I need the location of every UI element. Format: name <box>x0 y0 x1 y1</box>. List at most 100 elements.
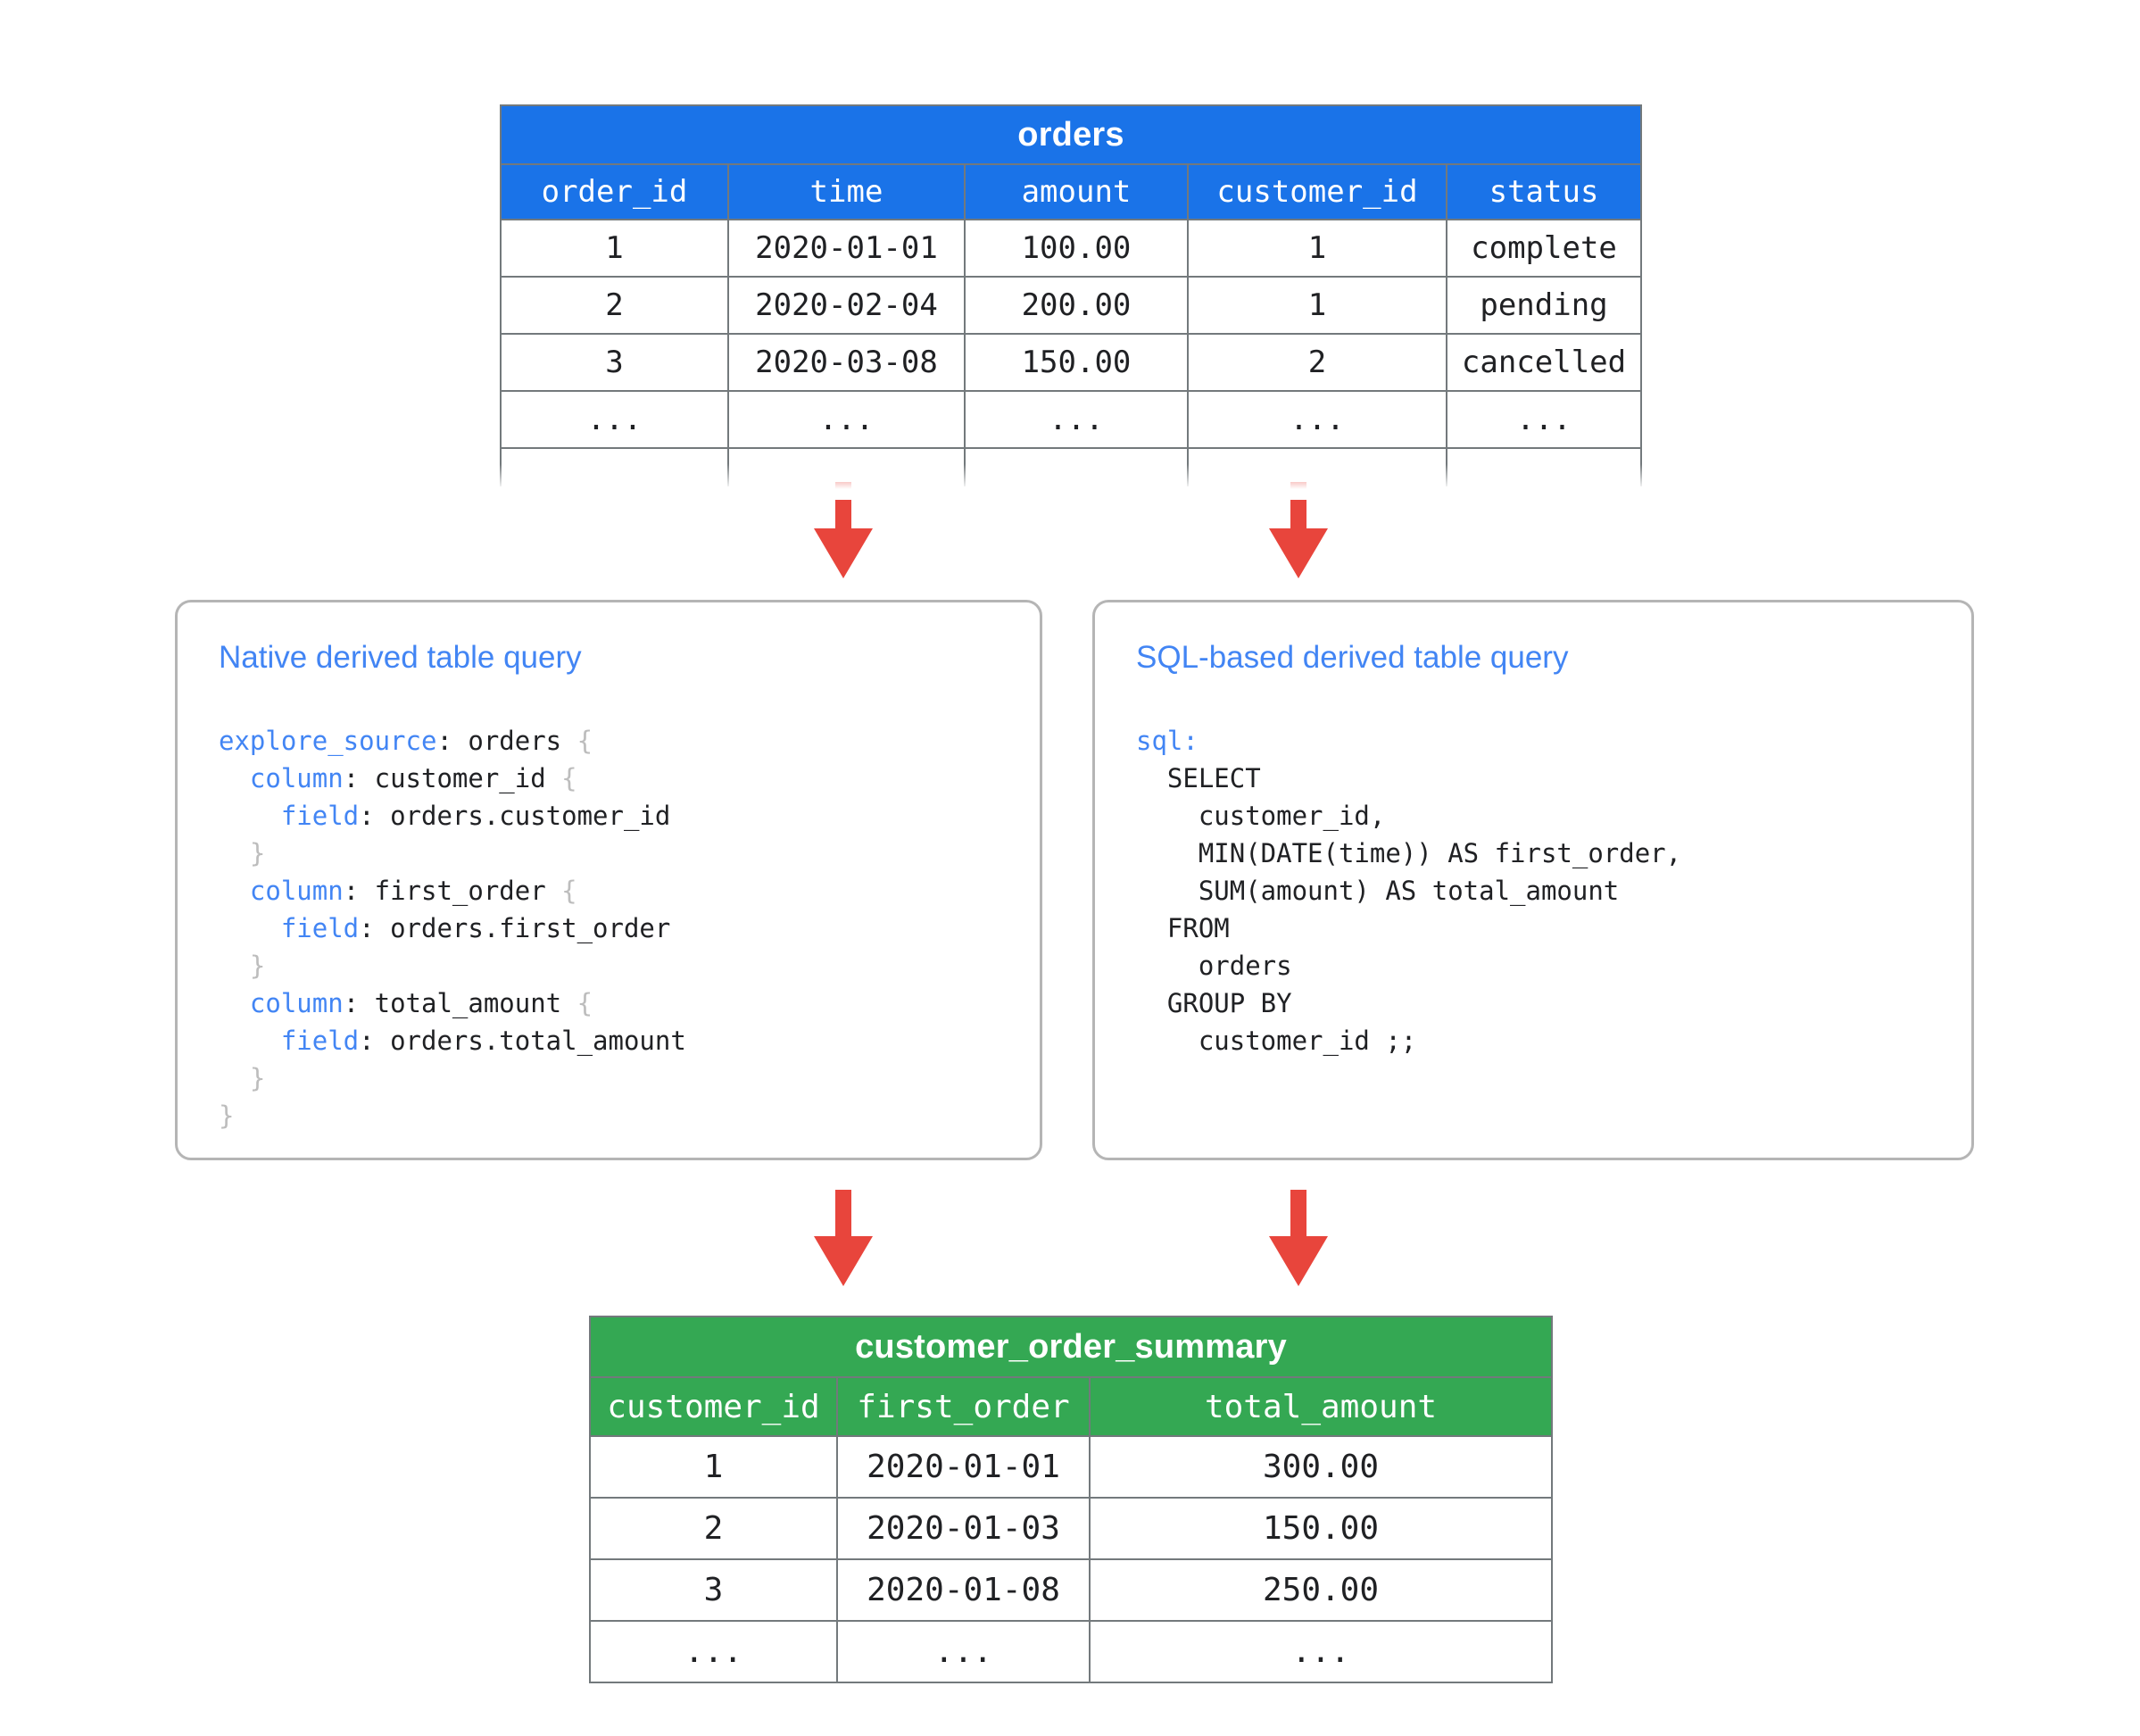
code-token: FROM <box>1136 913 1230 943</box>
summary-table-column-header: first_order <box>836 1376 1091 1437</box>
table-cell: 2 <box>589 1497 838 1560</box>
table-cell: 2020-03-08 <box>727 333 966 392</box>
table-cell: ... <box>964 390 1189 449</box>
code-token: } <box>249 838 266 868</box>
code-token: customer_id, <box>1136 801 1386 831</box>
table-cell: 2020-01-01 <box>836 1435 1091 1499</box>
table-cell: 100.00 <box>964 219 1189 278</box>
table-cell: 1 <box>1187 219 1447 278</box>
table-cell: 2020-01-08 <box>836 1558 1091 1622</box>
orders-table-column-header: customer_id <box>1187 163 1447 220</box>
orders-table-fade-mask <box>482 464 1669 500</box>
code-token <box>219 1026 281 1056</box>
code-token: } <box>249 951 266 981</box>
table-cell: ... <box>836 1620 1091 1683</box>
table-cell: pending <box>1445 276 1643 335</box>
code-token: : total_amount <box>343 988 577 1018</box>
code-token: field <box>280 1026 360 1056</box>
orders-table-title-row: orders <box>499 104 1643 165</box>
sql-panel-title: SQL-based derived table query <box>1136 640 1569 675</box>
orders-table-name: orders <box>499 104 1643 165</box>
code-token: { <box>576 726 593 756</box>
summary-table-title-row: customer_order_summary <box>588 1316 1554 1378</box>
code-token: SELECT <box>1136 763 1261 793</box>
orders-table-column-header: status <box>1445 163 1643 220</box>
table-cell: 250.00 <box>1088 1558 1554 1622</box>
table-cell: 3 <box>589 1558 838 1622</box>
summary-table-column-header: customer_id <box>589 1376 838 1437</box>
table-cell: 2020-01-03 <box>836 1497 1091 1560</box>
table-cell: complete <box>1445 219 1643 278</box>
table-cell: 1 <box>500 219 729 278</box>
table-cell: ... <box>1187 390 1447 449</box>
code-token: GROUP BY <box>1136 988 1292 1018</box>
table-row: ............... <box>500 390 1643 449</box>
code-token: : orders.first_order <box>359 913 671 943</box>
code-token: customer_id ;; <box>1136 1026 1417 1056</box>
table-cell: 150.00 <box>964 333 1189 392</box>
arrow-orders-to-native-icon <box>814 482 873 578</box>
code-token: orders <box>1136 951 1292 981</box>
code-token <box>219 801 281 831</box>
orders-table-column-header: order_id <box>500 163 729 220</box>
table-cell: 3 <box>500 333 729 392</box>
code-token: { <box>576 988 593 1018</box>
code-token <box>219 763 250 793</box>
code-token: column <box>249 988 344 1018</box>
table-cell: ... <box>1445 390 1643 449</box>
code-token: SUM(amount) AS total_amount <box>1136 876 1620 906</box>
sql-derived-table-panel: SQL-based derived table query sql: SELEC… <box>1092 600 1974 1160</box>
table-cell: ... <box>727 390 966 449</box>
code-token <box>219 838 250 868</box>
sql-code: sql: SELECT customer_id, MIN(DATE(time))… <box>1136 722 1930 1059</box>
table-cell: ... <box>589 1620 838 1683</box>
code-token <box>219 951 250 981</box>
code-token: column <box>249 876 344 906</box>
code-token: MIN(DATE(time)) AS first_order, <box>1136 838 1682 868</box>
summary-table-column-header: total_amount <box>1088 1376 1554 1437</box>
table-cell: cancelled <box>1445 333 1643 392</box>
arrow-orders-to-sql-icon <box>1269 482 1328 578</box>
native-panel-title: Native derived table query <box>219 640 582 675</box>
table-cell: 1 <box>589 1435 838 1499</box>
orders-table-column-header: time <box>727 163 966 220</box>
code-token: : orders.customer_id <box>359 801 671 831</box>
table-cell: 200.00 <box>964 276 1189 335</box>
summary-table-name: customer_order_summary <box>588 1316 1554 1378</box>
table-cell: 300.00 <box>1088 1435 1554 1499</box>
code-token: } <box>219 1101 235 1131</box>
code-token: : customer_id <box>343 763 562 793</box>
orders-table-column-header: amount <box>964 163 1189 220</box>
code-token: { <box>561 763 577 793</box>
code-token: sql: <box>1136 726 1199 756</box>
code-token: : orders.total_amount <box>359 1026 686 1056</box>
code-token <box>219 913 281 943</box>
code-token <box>219 988 250 1018</box>
table-cell: 2 <box>1187 333 1447 392</box>
code-token: explore_source <box>219 726 437 756</box>
code-token: : orders <box>436 726 577 756</box>
native-derived-table-panel: Native derived table query explore_sourc… <box>175 600 1042 1160</box>
code-token: { <box>561 876 577 906</box>
code-token: field <box>280 801 360 831</box>
table-cell: 2 <box>500 276 729 335</box>
code-token <box>219 876 250 906</box>
arrow-sql-to-summary-icon <box>1269 1190 1328 1286</box>
code-token: } <box>249 1063 266 1093</box>
table-cell: 2020-02-04 <box>727 276 966 335</box>
table-cell: 1 <box>1187 276 1447 335</box>
code-token: field <box>280 913 360 943</box>
native-lookml-code: explore_source: orders { column : custome… <box>219 722 999 1134</box>
table-cell: ... <box>500 390 729 449</box>
table-cell: 150.00 <box>1088 1497 1554 1560</box>
